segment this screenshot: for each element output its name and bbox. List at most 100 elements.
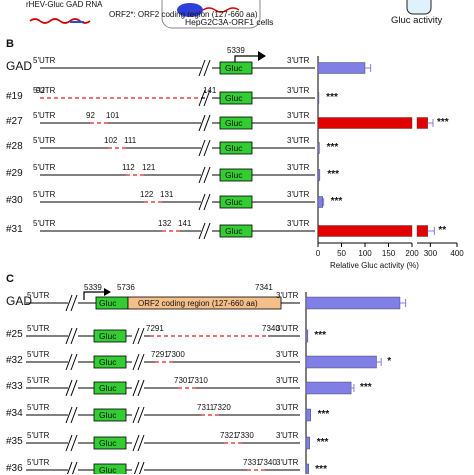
gene-row-b bbox=[40, 139, 315, 157]
panel-c-pos3: 7341 bbox=[255, 283, 273, 292]
chart-b-bar bbox=[317, 142, 320, 154]
break-slash-icon bbox=[70, 294, 78, 312]
utr3-label: 3'UTR bbox=[276, 350, 299, 359]
break-slash-icon bbox=[198, 166, 206, 184]
deletion-start-pos: 92 bbox=[36, 86, 45, 95]
gluc-label: Gluc bbox=[225, 226, 243, 236]
chart-b-bar bbox=[416, 117, 428, 129]
break-slash-icon bbox=[133, 461, 140, 474]
break-slash-icon bbox=[137, 406, 145, 424]
chart-b-bar bbox=[317, 225, 413, 237]
utr3-label: 3'UTR bbox=[287, 163, 310, 172]
deletion-end-pos: 121 bbox=[142, 163, 156, 172]
break-slash-icon bbox=[65, 406, 73, 424]
chart-c-bar bbox=[305, 436, 310, 450]
gluc-box bbox=[93, 329, 127, 343]
break-slash-icon bbox=[203, 139, 211, 157]
orf2-box bbox=[127, 296, 282, 310]
utr5-label: 5'UTR bbox=[27, 376, 50, 385]
deletion-start-pos: 112 bbox=[122, 163, 135, 172]
deletion-start-pos: 132 bbox=[158, 219, 172, 228]
deletion-start-pos: 92 bbox=[86, 111, 95, 120]
row-name-b: #31 bbox=[6, 224, 23, 235]
panel-b-xlabel: Relative Gluc activity (%) bbox=[330, 261, 419, 270]
break-slash-icon bbox=[138, 461, 145, 474]
gene-row-c bbox=[26, 327, 300, 345]
gluc-box bbox=[219, 224, 253, 238]
gluc-box bbox=[93, 463, 127, 474]
cells-dish bbox=[161, 0, 261, 29]
gluc-label: Gluc bbox=[99, 357, 117, 367]
row-name-c: #34 bbox=[6, 408, 23, 419]
break-slash-icon bbox=[65, 434, 73, 452]
gluc-box bbox=[93, 408, 127, 422]
chart-b-bar bbox=[416, 225, 428, 237]
chart-c-bar bbox=[305, 381, 352, 395]
gluc-box bbox=[93, 381, 127, 395]
panel-c-pos2: 5736 bbox=[117, 283, 135, 292]
utr5-label: 5'UTR bbox=[27, 403, 50, 412]
utr5-label: 5'UTR bbox=[33, 219, 56, 228]
deletion-end-pos: 111 bbox=[124, 136, 137, 145]
row-name-b: #19 bbox=[6, 91, 23, 102]
gene-row-c bbox=[26, 434, 300, 452]
gene-row-c bbox=[26, 294, 300, 312]
row-name-b: GAD bbox=[6, 59, 33, 73]
break-slash-icon bbox=[198, 59, 206, 77]
utr5-label: 5'UTR bbox=[27, 350, 50, 359]
break-slash-icon bbox=[198, 89, 206, 107]
gluc-label: Gluc bbox=[225, 118, 243, 128]
deletion-end-pos: 7340 bbox=[259, 458, 277, 467]
gluc-label: Gluc bbox=[99, 331, 117, 341]
row-name-c: #32 bbox=[6, 355, 23, 366]
cuvette-icon bbox=[406, 0, 432, 15]
break-slash-icon bbox=[203, 166, 211, 184]
deletion-end-pos: 141 bbox=[203, 86, 217, 95]
utr5-label: 5'UTR bbox=[27, 458, 50, 467]
utr3-label: 3'UTR bbox=[287, 86, 310, 95]
chart-c-significance: * bbox=[387, 356, 392, 367]
start-arrow-icon bbox=[104, 288, 111, 296]
deletion-end-pos: 7340 bbox=[262, 324, 280, 333]
gluc-label: Gluc bbox=[225, 197, 243, 207]
utr3-label: 3'UTR bbox=[276, 324, 299, 333]
chart-c-significance: *** bbox=[314, 330, 327, 341]
chart-c-bar bbox=[305, 355, 377, 369]
break-slash-icon bbox=[65, 379, 73, 397]
chart-b-bar bbox=[317, 169, 321, 181]
break-slash-icon bbox=[132, 379, 140, 397]
deletion-start-pos: 122 bbox=[140, 190, 154, 199]
deletion-start-pos: 7331 bbox=[243, 458, 261, 467]
break-slash-icon bbox=[65, 327, 73, 345]
chart-c-significance: *** bbox=[316, 437, 329, 448]
break-slash-icon bbox=[71, 461, 78, 474]
deletion-end-pos: 141 bbox=[178, 219, 192, 228]
chart-b-tick-label: 400 bbox=[450, 249, 464, 258]
break-slash-icon bbox=[198, 222, 206, 240]
row-name-c: #25 bbox=[6, 329, 23, 340]
deletion-end-pos: 131 bbox=[160, 190, 174, 199]
panel-c-letter: C bbox=[6, 273, 14, 285]
gluc-label: Gluc bbox=[225, 63, 243, 73]
cells-label: HepG2C3A-ORF1 cells bbox=[185, 17, 274, 27]
utr5-label: 5'UTR bbox=[27, 291, 50, 300]
rna-label: rHEV-Gluc GAD RNA bbox=[26, 0, 103, 9]
utr5-label: 5'UTR bbox=[33, 190, 56, 199]
chart-b-tick-label: 0 bbox=[315, 249, 321, 258]
deletion-end-pos: 7300 bbox=[167, 350, 185, 359]
deletion-end-pos: 7330 bbox=[236, 431, 254, 440]
deletion-start-pos: 102 bbox=[104, 136, 118, 145]
deletion-start-pos: 7311 bbox=[197, 403, 215, 412]
static-layer bbox=[26, 0, 432, 474]
gene-row-b bbox=[40, 114, 315, 132]
break-slash-icon bbox=[132, 434, 140, 452]
row-name-b: #28 bbox=[6, 141, 23, 152]
chart-b-significance: ** bbox=[438, 225, 447, 236]
gluc-box bbox=[219, 168, 253, 182]
chart-b-bar bbox=[317, 196, 323, 208]
chart-b-significance: *** bbox=[326, 92, 338, 103]
gene-row-b bbox=[40, 59, 315, 77]
break-slash-icon bbox=[198, 193, 206, 211]
row-name-c: #33 bbox=[6, 381, 23, 392]
break-slash-icon bbox=[65, 294, 73, 312]
